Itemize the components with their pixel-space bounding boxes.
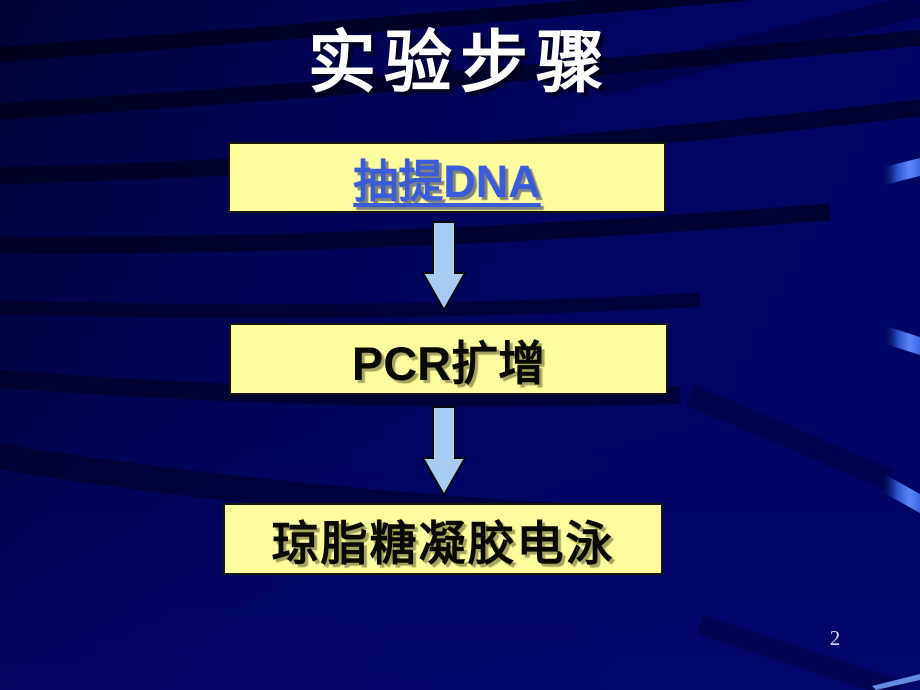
electrophoresis-label: 琼脂糖凝胶电泳 [271,518,615,571]
step-box-pcr: PCR扩增 [229,323,668,395]
step-box-electrophoresis: 琼脂糖凝胶电泳 [223,503,663,575]
pcr-label: PCR扩增 [351,336,546,390]
page-number: 2 [829,626,841,650]
step-box-extract-dna: 抽提DNA [228,142,666,213]
extract-dna-link[interactable]: 抽提DNA [353,156,541,207]
slide-title: 实验步骤 [307,25,612,101]
down-arrow-icon [422,406,466,496]
down-arrow-icon [422,221,466,311]
